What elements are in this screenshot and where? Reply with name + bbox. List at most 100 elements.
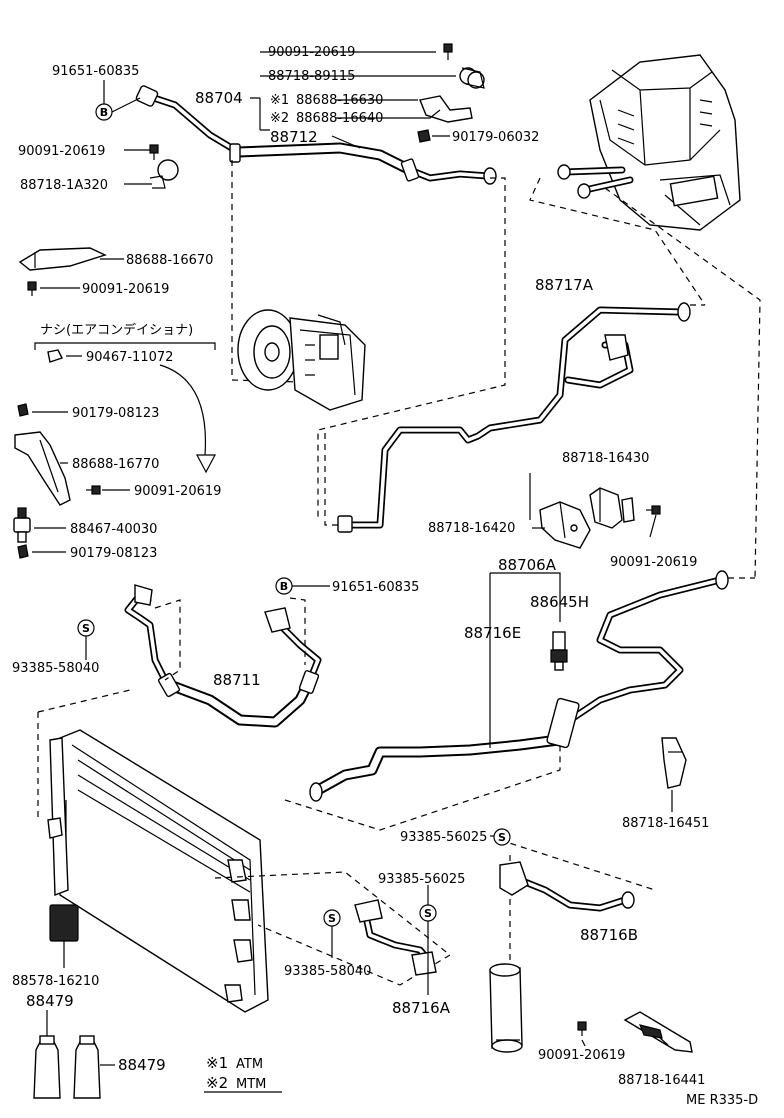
pipe-88717a-dashed	[324, 304, 705, 526]
legend-mark-2: ※2	[206, 1074, 228, 1092]
label-note-jp: ナシ(エアコンデイショナ)	[40, 322, 193, 338]
hose-88712	[135, 85, 497, 185]
label-88718-89115: 88718-89115	[268, 69, 355, 84]
label-88688-16630: 88688-16630	[296, 93, 383, 108]
receiver-dryer	[489, 963, 523, 1053]
pipe-88716b	[499, 861, 635, 912]
label-mark1-top: ※1	[270, 93, 289, 108]
label-88712: 88712	[270, 128, 318, 146]
svg-text:B: B	[100, 106, 108, 119]
bracket-88688-16770	[14, 431, 71, 506]
label-90091-left1: 90091-20619	[18, 144, 105, 159]
label-88718-1a320: 88718-1A320	[20, 178, 108, 193]
bolt-90091-right	[646, 505, 661, 515]
label-88718-16430: 88718-16430	[562, 451, 649, 466]
leader-lines	[32, 51, 673, 1066]
evaporator-unit	[557, 54, 741, 231]
clamp-88718-1a320	[149, 159, 179, 189]
condenser	[47, 729, 269, 1013]
sensor-88578-16210	[49, 904, 79, 942]
label-93385-56025-b: 93385-56025	[378, 872, 465, 887]
bolt-90091-left2	[27, 281, 37, 296]
label-88704: 88704	[195, 89, 243, 107]
label-88578: 88578-16210	[12, 974, 99, 989]
pipe-88716e	[309, 570, 729, 802]
oil-bottle-2	[73, 1035, 101, 1099]
bracket-88718-16430	[589, 487, 635, 529]
hose-88712-dashed	[317, 177, 506, 520]
symbol-s-mid: S	[419, 904, 437, 922]
label-93385-56025-a: 93385-56025	[400, 830, 487, 845]
label-88467: 88467-40030	[70, 522, 157, 537]
pipe-88716e-dashed	[284, 577, 755, 831]
label-mark2-top: ※2	[270, 111, 289, 126]
label-90179-b: 90179-08123	[70, 546, 157, 561]
label-90467: 90467-11072	[86, 350, 173, 365]
part-labels: 91651-60835 88704 90091-20619 88718-8911…	[12, 45, 709, 1088]
legend-mark-1: ※1	[206, 1054, 228, 1072]
bracket-88718-16441	[623, 1011, 693, 1053]
label-88717a: 88717A	[535, 276, 594, 294]
label-88706a: 88706A	[498, 556, 557, 574]
label-88688-16640: 88688-16640	[296, 111, 383, 126]
pipe-88716a	[354, 899, 437, 976]
label-88479-b: 88479	[118, 1056, 166, 1074]
label-88479-a: 88479	[26, 992, 74, 1010]
nut-90179-b	[17, 544, 29, 559]
legend-text-2: MTM	[236, 1077, 266, 1092]
clamp-88718-16451	[661, 737, 687, 789]
compressor	[237, 309, 366, 411]
evap-dashed-outline	[529, 177, 761, 581]
legend: ※1 ATM ※2 MTM	[204, 1054, 282, 1093]
hose-88711-dashed	[154, 597, 306, 681]
label-90179-a: 90179-08123	[72, 406, 159, 421]
label-88711: 88711	[213, 671, 261, 689]
footer-code: ME R335-D	[686, 1093, 758, 1108]
mount-88467	[13, 507, 31, 543]
symbol-s-bot: S	[323, 909, 341, 927]
dryer-dashed	[499, 839, 656, 965]
pipe-88717a	[337, 302, 691, 533]
label-90091-bot: 90091-20619	[538, 1048, 625, 1063]
label-88688-16770: 88688-16770	[72, 457, 159, 472]
note-bracket	[34, 342, 216, 474]
symbol-s-top: S	[493, 828, 511, 846]
label-88718-16441: 88718-16441	[618, 1073, 705, 1088]
oil-bottle-1	[33, 1035, 61, 1099]
label-88688-16670: 88688-16670	[126, 253, 213, 268]
label-90091-left3: 90091-20619	[134, 484, 221, 499]
condenser-dashed	[37, 689, 131, 820]
label-90179-06032: 90179-06032	[452, 130, 539, 145]
label-88716b: 88716B	[580, 926, 638, 944]
label-88645h: 88645H	[530, 593, 589, 611]
bolt-90091-left1	[149, 144, 159, 160]
label-91651-top: 91651-60835	[52, 64, 139, 79]
label-91651-mid: 91651-60835	[332, 580, 419, 595]
svg-text:S: S	[424, 907, 432, 920]
label-88716e: 88716E	[464, 624, 521, 642]
label-88718-16451: 88718-16451	[622, 816, 709, 831]
bracket-88718-16420	[539, 501, 591, 549]
svg-text:S: S	[498, 831, 506, 844]
label-90091-left2: 90091-20619	[82, 282, 169, 297]
bolt-90091-left3	[86, 485, 101, 495]
pressure-switch-88645h	[550, 631, 568, 671]
clip-90467	[47, 349, 63, 363]
label-90091-right: 90091-20619	[610, 555, 697, 570]
symbol-b-mid: B	[275, 577, 293, 595]
svg-text:B: B	[280, 580, 288, 593]
bolt-90091-top	[443, 43, 453, 60]
nut-90179-06032	[417, 129, 431, 143]
symbol-s-left: S	[77, 619, 95, 637]
nut-90179-a	[17, 403, 29, 417]
hose-88711	[124, 584, 322, 728]
symbol-b-top: B	[95, 103, 113, 121]
bracket-88688-16670	[18, 247, 107, 271]
clamp-88718-89115	[459, 67, 485, 89]
label-93385-58040-left: 93385-58040	[12, 661, 99, 676]
bolt-90091-bot	[577, 1021, 587, 1036]
svg-text:S: S	[328, 912, 336, 925]
label-90091-top: 90091-20619	[268, 45, 355, 60]
svg-text:S: S	[82, 622, 90, 635]
